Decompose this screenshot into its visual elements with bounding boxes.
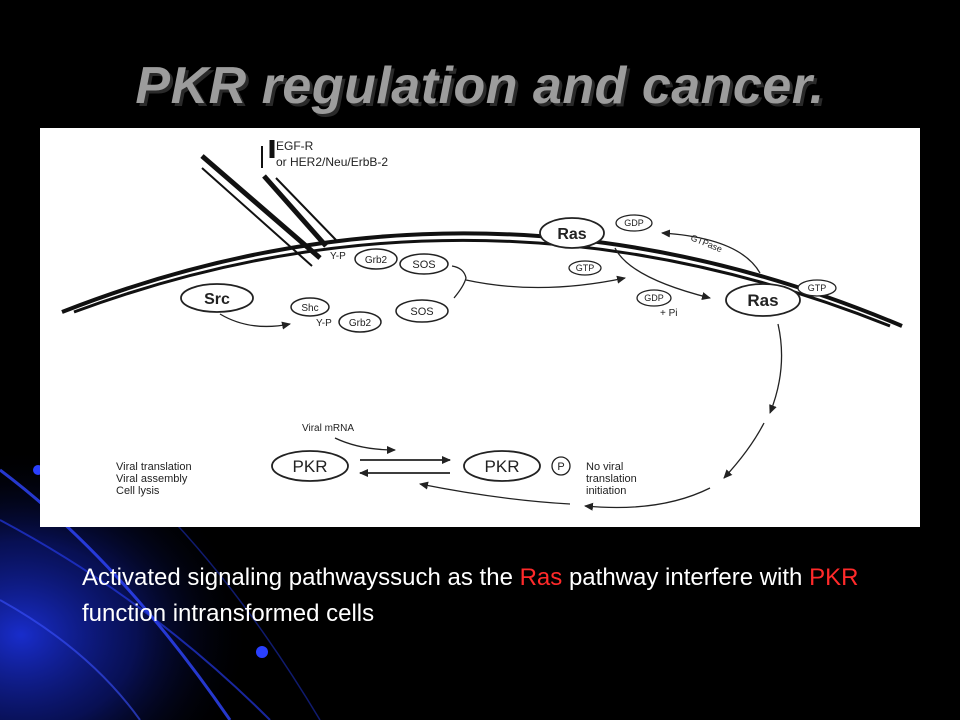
ras-downstream-arrow-2	[723, 422, 765, 479]
right-text-2: translation	[586, 473, 637, 485]
src-node	[180, 283, 254, 313]
ras-gdp-node	[539, 217, 605, 249]
phospho-node	[551, 456, 571, 476]
gdp-pi-node	[636, 289, 672, 307]
src-label: Src	[204, 291, 230, 308]
grb2-top-node	[354, 248, 398, 270]
left-text-3: Cell lysis	[116, 485, 160, 497]
right-text-3: initiation	[586, 485, 626, 497]
right-text-1: No viral	[586, 461, 623, 473]
viral-mrna-arrow	[334, 437, 396, 454]
receptor-label-2: or HER2/Neu/ErbB-2	[276, 155, 388, 169]
pkr-right-node	[463, 450, 541, 482]
ras-gdp-label: Ras	[557, 226, 586, 243]
shc-node	[290, 297, 330, 317]
ras-gtp-node	[725, 283, 801, 317]
slide-title: PKR regulation and cancer.	[135, 57, 825, 115]
ras-downstream-arrow-3	[584, 487, 711, 511]
pkr-right-label: PKR	[485, 457, 520, 476]
sos-bracket	[451, 265, 467, 299]
gdp-top-label: GDP	[624, 218, 644, 228]
sos-to-ras-arrow	[465, 275, 626, 289]
caption-part-2: pathway interfere with	[562, 564, 810, 591]
caption-highlight-pkr: PKR	[809, 564, 859, 591]
slide-caption: Activated signaling pathwayssuch as the …	[82, 560, 882, 632]
sos-top-node	[399, 253, 449, 275]
gtp-left-label: GTP	[576, 263, 595, 273]
receptor-icon	[200, 140, 337, 267]
pi-label: + Pi	[660, 308, 678, 319]
ras-activation-arrow	[614, 247, 711, 300]
y-p-bottom-label: Y-P	[316, 318, 332, 329]
pkr-left-node	[271, 450, 349, 482]
receptor-label-1: EGF-R	[276, 139, 314, 153]
gtp-right-node	[797, 279, 837, 297]
gtp-left-node	[568, 260, 602, 276]
ras-downstream-arrow-1	[769, 323, 783, 414]
shc-label: Shc	[301, 303, 318, 314]
gdp-top-node	[615, 214, 653, 232]
left-text-1: Viral translation	[116, 461, 192, 473]
ras-downstream-arrow-4	[419, 481, 571, 505]
sos-bottom-node	[395, 299, 449, 323]
sos-top-label: SOS	[412, 259, 435, 271]
grb2-bottom-label: Grb2	[349, 318, 372, 329]
left-text-2: Viral assembly	[116, 473, 188, 485]
y-p-top-label: Y-P	[330, 251, 346, 262]
caption-part-1: Activated signaling pathwayssuch as the	[82, 564, 520, 591]
caption-part-3: function intransformed cells	[82, 600, 375, 627]
grb2-top-label: Grb2	[365, 255, 388, 266]
phospho-label: P	[557, 461, 564, 473]
sos-bottom-label: SOS	[410, 306, 433, 318]
cell-membrane	[61, 231, 903, 328]
pkr-left-label: PKR	[293, 457, 328, 476]
viral-mrna-label: Viral mRNA	[302, 423, 354, 434]
gtpase-arrow	[661, 229, 761, 274]
grb2-bottom-node	[338, 311, 382, 333]
gdp-pi-label: GDP	[644, 293, 664, 303]
caption-highlight-ras: Ras	[519, 564, 563, 591]
gtpase-label: GTPase	[689, 233, 723, 255]
gtp-right-label: GTP	[808, 283, 827, 293]
ras-gtp-label: Ras	[747, 291, 778, 310]
src-to-shc-arrow	[219, 313, 291, 330]
pathway-diagram: EGF-R or HER2/Neu/ErbB-2 Y-P Grb2 SOS Sr…	[40, 128, 920, 527]
